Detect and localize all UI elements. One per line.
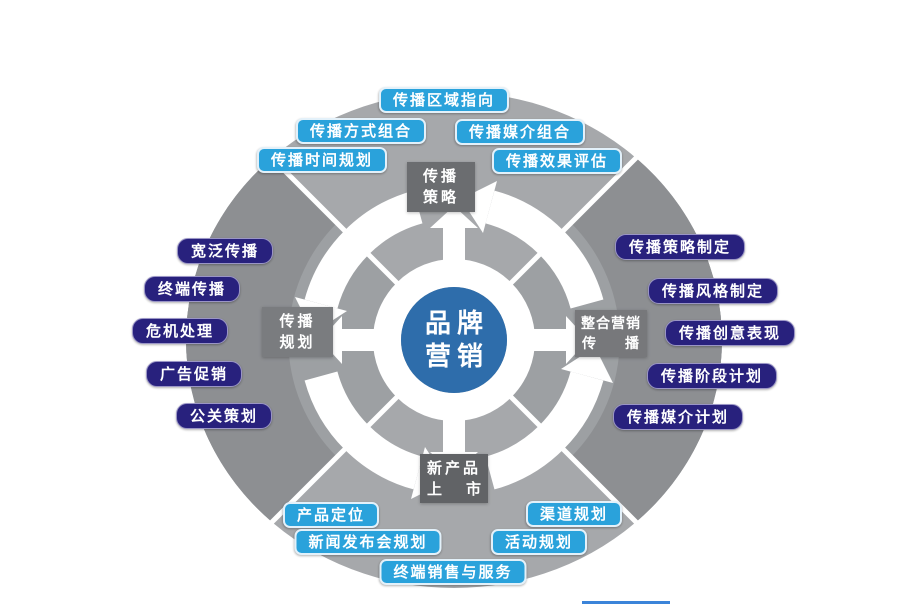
- label-pill-left: 广告促销: [145, 361, 243, 387]
- label-pill-right: 传播风格制定: [647, 278, 779, 304]
- node-box-new-product-launch: 新产品 上市: [420, 454, 488, 503]
- node-box-communication-strategy: 传播 策略: [407, 162, 475, 212]
- label-pill-right: 传播创意表现: [664, 320, 796, 346]
- center-brand-label: 品牌 营销: [425, 308, 483, 374]
- divider-line-se: [504, 390, 639, 525]
- divider-lines: [269, 155, 639, 525]
- divider-line-ne: [504, 155, 639, 290]
- label-pill-bottom: 产品定位: [282, 502, 380, 528]
- label-pill-bottom: 活动规划: [490, 529, 588, 555]
- cycle-arc-nw-icon: [304, 190, 423, 309]
- cycle-arc-ne-icon: [485, 190, 604, 309]
- node-box-communication-planning: 传播 规划: [262, 307, 333, 357]
- cycle-arrowhead-se-icon: [561, 347, 613, 383]
- label-pill-bottom: 新闻发布会规划: [294, 529, 442, 555]
- node-label-line: 传播: [279, 312, 316, 330]
- label-pill-left: 终端传播: [143, 276, 241, 302]
- brand-circle: [401, 287, 507, 393]
- label-pill-right: 传播媒介计划: [612, 404, 744, 430]
- node-label-line: 传播: [582, 335, 640, 352]
- cycle-arc-sw-icon: [304, 371, 423, 490]
- node-label-line: 策略: [422, 188, 459, 206]
- divider-line-nw: [269, 155, 404, 290]
- center-label-line: 营销: [424, 342, 490, 372]
- center-ring: [373, 259, 535, 421]
- label-pill-top: 传播方式组合: [295, 118, 427, 144]
- label-pill-right: 传播阶段计划: [646, 363, 778, 389]
- node-label-line: 规划: [279, 333, 316, 351]
- label-pill-bottom: 终端销售与服务: [379, 559, 527, 585]
- cycle-arrowhead-ne-icon: [461, 181, 497, 233]
- label-pill-left: 危机处理: [131, 318, 229, 344]
- label-pill-top: 传播媒介组合: [454, 119, 586, 145]
- label-pill-top: 传播区域指向: [378, 87, 510, 113]
- label-pill-left: 公关策划: [175, 403, 273, 429]
- node-box-integrated-marketing: 整合营销 传播: [575, 310, 647, 357]
- label-pill-top: 传播效果评估: [491, 148, 623, 174]
- node-label-line: 传播: [422, 167, 459, 185]
- outward-arrow-east-icon: [532, 316, 588, 364]
- blue-underline-decoration: [582, 601, 670, 604]
- outward-arrow-west-icon: [320, 316, 376, 364]
- divider-line-sw: [269, 390, 404, 525]
- center-label-line: 品牌: [424, 309, 490, 339]
- label-pill-left: 宽泛传播: [176, 238, 274, 264]
- outward-arrow-north-icon: [430, 206, 478, 262]
- label-pill-bottom: 渠道规划: [525, 501, 623, 527]
- node-label-line: 整合营销: [581, 315, 641, 332]
- cycle-arc-se-icon: [485, 371, 604, 490]
- node-label-line: 新产品: [426, 458, 481, 477]
- cycle-arcs: [304, 190, 604, 490]
- label-pill-right: 传播策略制定: [614, 234, 746, 260]
- label-pill-top: 传播时间规划: [256, 147, 388, 173]
- node-label-line: 上市: [427, 479, 481, 498]
